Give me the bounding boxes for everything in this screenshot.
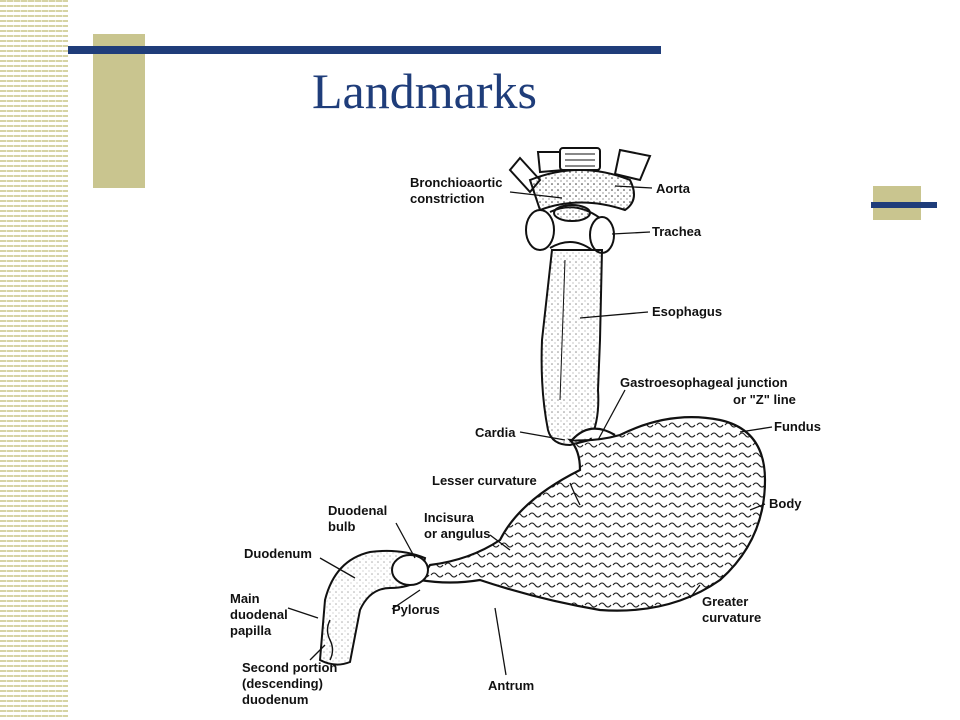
label-duodenum: Duodenum [244,546,312,561]
label-papilla-3: papilla [230,623,272,638]
label-pylorus: Pylorus [392,602,440,617]
esophagus-drawing [540,249,604,447]
label-bronchioaortic-2: constriction [410,191,484,206]
aorta-drawing [508,147,652,212]
label-second-portion: Second portion [242,660,337,675]
label-lesser-curvature: Lesser curvature [432,473,537,488]
label-papilla-2: duodenal [230,607,288,622]
label-cardia: Cardia [475,425,516,440]
label-second-portion-3: duodenum [242,692,308,707]
stomach-drawing [418,416,767,612]
title-rule [68,46,661,54]
label-trachea: Trachea [652,224,702,239]
label-aorta: Aorta [656,181,691,196]
duodenum-drawing [318,549,429,666]
title-accent-block [93,34,145,188]
label-incisura-2: or angulus [424,526,490,541]
label-duodenal-bulb-2: bulb [328,519,355,534]
label-esophagus: Esophagus [652,304,722,319]
label-bronchioaortic: Bronchioaortic [410,175,502,190]
label-gej: Gastroesophageal junction [620,375,788,390]
trachea-drawing [525,204,615,254]
stomach-anatomy-diagram: Bronchioaortic constriction Aorta Trache… [230,147,821,707]
label-second-portion-2: (descending) [242,676,323,691]
label-antrum: Antrum [488,678,534,693]
left-decorative-stripe [0,0,68,720]
label-incisura: Incisura [424,510,475,525]
leader-lines [287,185,773,676]
label-gej-2: or "Z" line [733,392,796,407]
right-accent-rule [871,202,937,208]
label-fundus: Fundus [774,419,821,434]
label-duodenal-bulb: Duodenal [328,503,387,518]
label-greater-curvature: Greater [702,594,748,609]
label-body: Body [769,496,802,511]
slide-title: Landmarks [312,63,537,119]
label-papilla: Main [230,591,260,606]
label-greater-curvature-2: curvature [702,610,761,625]
